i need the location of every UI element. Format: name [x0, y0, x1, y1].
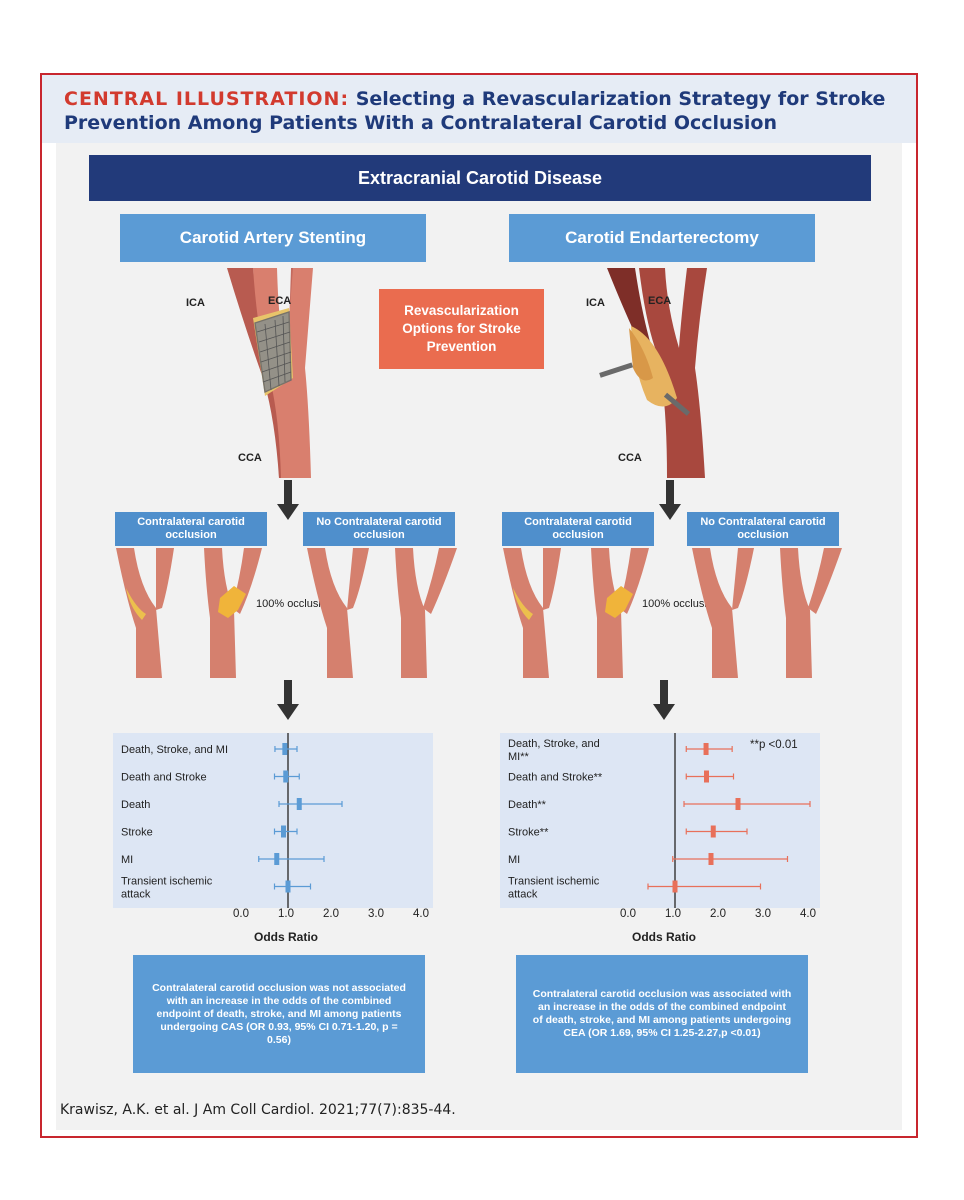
cea-occluded-vessels-illustration [503, 548, 649, 678]
cea-no-contralateral-occlusion-header: No Contralateral carotid occlusion [687, 512, 839, 546]
cea-point-estimate [708, 853, 714, 865]
cas-forest-plot-svg: Death, Stroke, and MI Death and StrokeDea… [121, 733, 343, 908]
title-text: Selecting a Revascularization Strategy f… [64, 88, 886, 134]
cea-row-label: Death and Stroke** [508, 772, 603, 784]
down-arrow-icon [277, 680, 299, 720]
down-arrow-icon [277, 480, 299, 520]
title-band: CENTRAL ILLUSTRATION: Selecting a Revasc… [42, 75, 916, 143]
cas-point-estimate [283, 770, 289, 783]
cea-summary-box: Contralateral carotid occlusion was asso… [516, 955, 808, 1073]
cea-row-label: Death** [508, 799, 547, 811]
cas-occluded-vessels-illustration [116, 548, 262, 678]
main-header: Extracranial Carotid Disease [89, 155, 871, 201]
cas-x-tick: 2.0 [323, 908, 339, 920]
cas-row-label: Death, Stroke, and MI [121, 744, 228, 756]
cea-row-label: Stroke** [508, 827, 549, 839]
cea-cca-label: CCA [618, 452, 642, 464]
cas-header: Carotid Artery Stenting [120, 214, 426, 262]
cas-x-tick: 0.0 [233, 908, 249, 920]
cas-point-estimate [274, 853, 280, 865]
cea-header: Carotid Endarterectomy [509, 214, 815, 262]
title-lead: CENTRAL ILLUSTRATION: [64, 88, 350, 110]
cas-contralateral-occlusion-header: Contralateral carotid occlusion [115, 512, 267, 546]
cea-point-estimate [735, 798, 741, 810]
cas-row-label: MI [121, 854, 133, 866]
cas-point-estimate [296, 798, 302, 810]
cea-x-axis-title: Odds Ratio [632, 930, 697, 944]
cas-summary-box: Contralateral carotid occlusion was not … [133, 955, 425, 1073]
cea-x-tick: 1.0 [665, 908, 681, 920]
cas-x-axis-title: Odds Ratio [254, 930, 319, 944]
cas-patent-vessels-illustration [307, 548, 457, 678]
cas-cca-label: CCA [238, 452, 262, 464]
cas-row-label: Death [121, 799, 150, 811]
cas-row-label: Stroke [121, 827, 153, 839]
cas-x-tick: 1.0 [278, 908, 294, 920]
revascularization-box: Revascularization Options for Stroke Pre… [379, 289, 544, 369]
cea-point-estimate [703, 743, 709, 755]
cea-point-estimate [672, 880, 678, 893]
cas-x-tick: 4.0 [413, 908, 429, 920]
citation: Krawisz, A.K. et al. J Am Coll Cardiol. … [60, 1102, 456, 1118]
cea-p-value-note: **p <0.01 [750, 739, 798, 751]
cas-point-estimate [281, 825, 286, 838]
cea-point-estimate [710, 825, 716, 838]
cea-x-tick: 0.0 [620, 908, 636, 920]
cea-ica-label: ICA [586, 297, 605, 309]
cas-eca-label: ECA [268, 295, 292, 307]
down-arrow-icon [653, 680, 675, 720]
cea-x-tick: 3.0 [755, 908, 771, 920]
cea-occlusion-label: 100% occlusion [642, 598, 720, 610]
cea-x-tick: 2.0 [710, 908, 726, 920]
cas-ica-label: ICA [186, 297, 205, 309]
cas-occlusion-label: 100% occlusion [256, 598, 334, 610]
cas-point-estimate [282, 743, 288, 755]
illustration-title: CENTRAL ILLUSTRATION: Selecting a Revasc… [64, 87, 904, 135]
cas-point-estimate [285, 880, 291, 893]
cas-row-label: Death and Stroke [121, 772, 207, 784]
endarterectomy-artery-illustration [599, 268, 707, 478]
cea-eca-label: ECA [648, 295, 672, 307]
cas-x-tick: 3.0 [368, 908, 384, 920]
cas-no-contralateral-occlusion-header: No Contralateral carotid occlusion [303, 512, 455, 546]
cea-x-tick: 4.0 [800, 908, 816, 920]
down-arrow-icon [659, 480, 681, 520]
cea-point-estimate [704, 770, 709, 783]
cea-row-label: MI [508, 854, 520, 866]
cea-contralateral-occlusion-header: Contralateral carotid occlusion [502, 512, 654, 546]
cea-patent-vessels-illustration [692, 548, 842, 678]
stented-artery-illustration [227, 268, 313, 478]
